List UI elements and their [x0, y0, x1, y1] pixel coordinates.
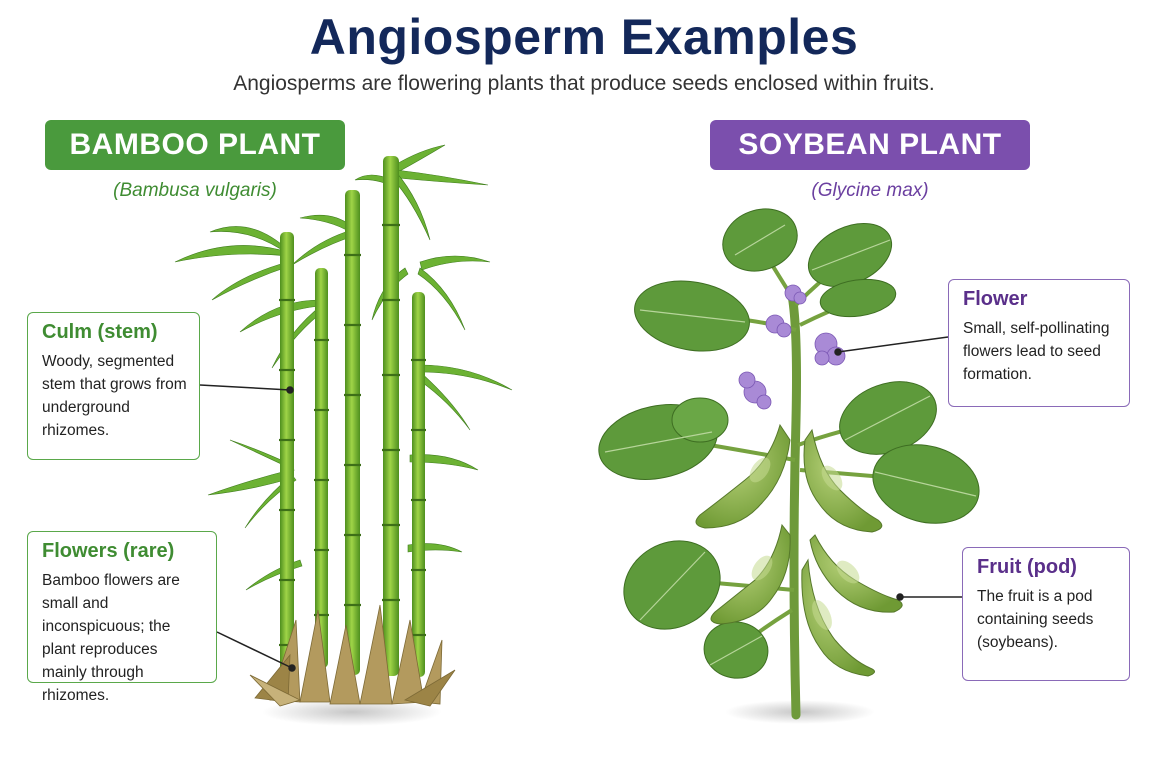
bamboo-scientific-name: (Bambusa vulgaris) [113, 180, 277, 201]
soybean-pod-highlights [749, 457, 860, 630]
flower-callout-title: Flower [963, 288, 1028, 310]
page-title: Angiosperm Examples [309, 9, 859, 65]
culm-callout-title: Culm (stem) [42, 321, 158, 343]
flower-callout-description: Small, self-pollinating flowers lead to … [963, 320, 1110, 383]
fruit-leader-dot [896, 593, 904, 601]
bamboo-shadow [262, 698, 442, 726]
flowers-leader-dot [288, 664, 296, 672]
bamboo-illustration [174, 144, 513, 726]
culm-callout-description: Woody, segmented stem that grows from un… [42, 353, 187, 439]
flowers-callout-description: Bamboo flowers are small and inconspicuo… [42, 572, 180, 704]
bamboo-badge: BAMBOO PLANT [45, 120, 345, 170]
flowers-leader-line [216, 631, 293, 669]
fruit-callout-title: Fruit (pod) [977, 556, 1077, 578]
culm-leader-dot [286, 386, 294, 394]
callout-leader-lines [199, 336, 962, 672]
soybean-illustration [598, 208, 980, 724]
flower-callout: Flower Small, self-pollinating flowers l… [948, 279, 1130, 407]
culm-leader-line [199, 384, 291, 391]
soybean-scientific-name: (Glycine max) [811, 180, 929, 201]
flowers-callout: Flowers (rare) Bamboo flowers are small … [27, 531, 217, 704]
bamboo-base-sheaths [249, 604, 456, 707]
soybean-stem [787, 290, 801, 720]
flower-leader-dot [834, 348, 842, 356]
bamboo-nodes [279, 223, 426, 647]
soybean-badge: SOYBEAN PLANT [710, 120, 1030, 170]
flowers-callout-title: Flowers (rare) [42, 540, 175, 562]
soybean-leaf-veins [604, 224, 977, 666]
culm-callout: Culm (stem) Woody, segmented stem that g… [27, 312, 200, 460]
bamboo-leaves [174, 144, 513, 591]
soybean-flowers [738, 284, 846, 410]
fruit-callout-description: The fruit is a pod containing seeds (soy… [977, 588, 1094, 651]
page-subtitle: Angiosperms are flowering plants that pr… [233, 72, 935, 95]
fruit-callout: Fruit (pod) The fruit is a pod containin… [962, 547, 1130, 681]
flower-leader-line [837, 336, 949, 353]
bamboo-culms [280, 156, 425, 677]
